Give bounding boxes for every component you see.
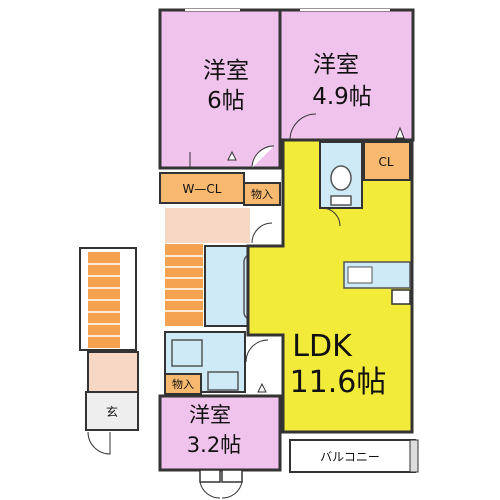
door-swing bbox=[251, 222, 273, 244]
door-arrow bbox=[227, 150, 237, 161]
entrance-hall-area bbox=[87, 351, 139, 393]
western-room-49-size: 4.9帖 bbox=[312, 84, 372, 110]
entrance-label: 玄 bbox=[106, 404, 118, 419]
western-room-32-name: 洋室 bbox=[189, 403, 231, 427]
western-room-6-name: 洋室 bbox=[203, 58, 249, 84]
entrance-area bbox=[85, 391, 139, 431]
inner-stair-steps bbox=[165, 255, 203, 312]
door-arrow bbox=[257, 382, 267, 393]
western-room-6-area bbox=[158, 8, 282, 170]
outer-stair-steps bbox=[88, 263, 120, 337]
door-swing bbox=[321, 207, 341, 227]
western-room-32-area bbox=[158, 394, 282, 472]
western-room-49-name: 洋室 bbox=[313, 52, 359, 78]
hall-area bbox=[165, 208, 250, 243]
balcony-rail bbox=[409, 439, 419, 473]
storage-upper-area bbox=[243, 182, 281, 206]
storage-lower-label: 物入 bbox=[172, 377, 194, 391]
balcony-label: バルコニー bbox=[320, 450, 380, 464]
toilet-bowl bbox=[330, 165, 352, 191]
closet-area bbox=[363, 141, 411, 181]
door-swing bbox=[189, 152, 206, 169]
door-swing bbox=[251, 145, 275, 169]
entrance-door-swing bbox=[87, 431, 111, 455]
ldk-area bbox=[246, 138, 414, 434]
storage-lower-area bbox=[164, 373, 202, 395]
washbasin bbox=[171, 339, 203, 367]
inner-stair-area bbox=[165, 244, 203, 326]
walk-in-closet-label: W—CL bbox=[183, 182, 222, 196]
door-swing bbox=[245, 339, 269, 363]
door-arrow bbox=[395, 126, 405, 139]
kitchen-sink bbox=[347, 266, 373, 284]
balcony-area bbox=[289, 439, 416, 473]
ldk-size: 11.6帖 bbox=[290, 365, 387, 400]
washing-machine bbox=[207, 371, 239, 391]
closet-label: CL bbox=[378, 155, 393, 169]
bottom-window bbox=[199, 469, 243, 483]
fridge-space bbox=[391, 289, 411, 305]
walk-in-closet-area bbox=[159, 172, 245, 204]
door-swing bbox=[199, 481, 243, 499]
western-room-32-size: 3.2帖 bbox=[187, 433, 241, 457]
ldk-name: LDK bbox=[292, 329, 353, 364]
western-room-6-size: 6帖 bbox=[207, 88, 245, 114]
door-swing bbox=[289, 113, 317, 141]
storage-upper-label: 物入 bbox=[251, 187, 273, 201]
toilet-tank bbox=[330, 195, 352, 206]
